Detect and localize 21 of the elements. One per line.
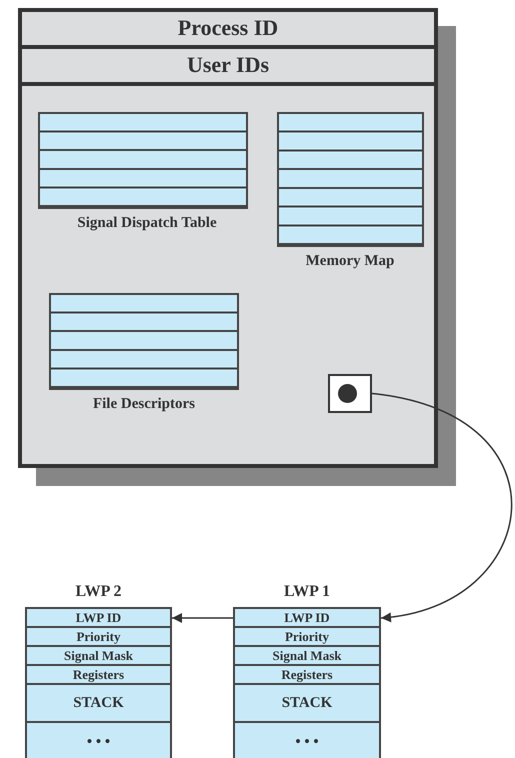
lwp-title: LWP 1 (282, 583, 332, 601)
table-label: File Descriptors (92, 396, 196, 413)
process-box (18, 8, 438, 468)
field-row: Signal Mask (233, 647, 381, 666)
arrow (172, 613, 233, 623)
field-row: STACK (233, 685, 381, 723)
field-row: STACK (25, 685, 172, 723)
field-row: • • • (233, 723, 381, 758)
table-label: Signal Dispatch Table (76, 215, 218, 232)
field-row: LWP ID (233, 609, 381, 628)
table-label: Memory Map (304, 253, 396, 270)
field-row: Priority (25, 628, 172, 647)
field-row: Signal Mask (25, 647, 172, 666)
field-row: LWP ID (25, 609, 172, 628)
field-row: Priority (233, 628, 381, 647)
field-row: Registers (233, 666, 381, 685)
field-row: Registers (25, 666, 172, 685)
lwp-title: LWP 2 (74, 583, 123, 601)
field-row: • • • (25, 723, 172, 758)
pointer-box (328, 374, 372, 413)
arrow (372, 392, 512, 622)
